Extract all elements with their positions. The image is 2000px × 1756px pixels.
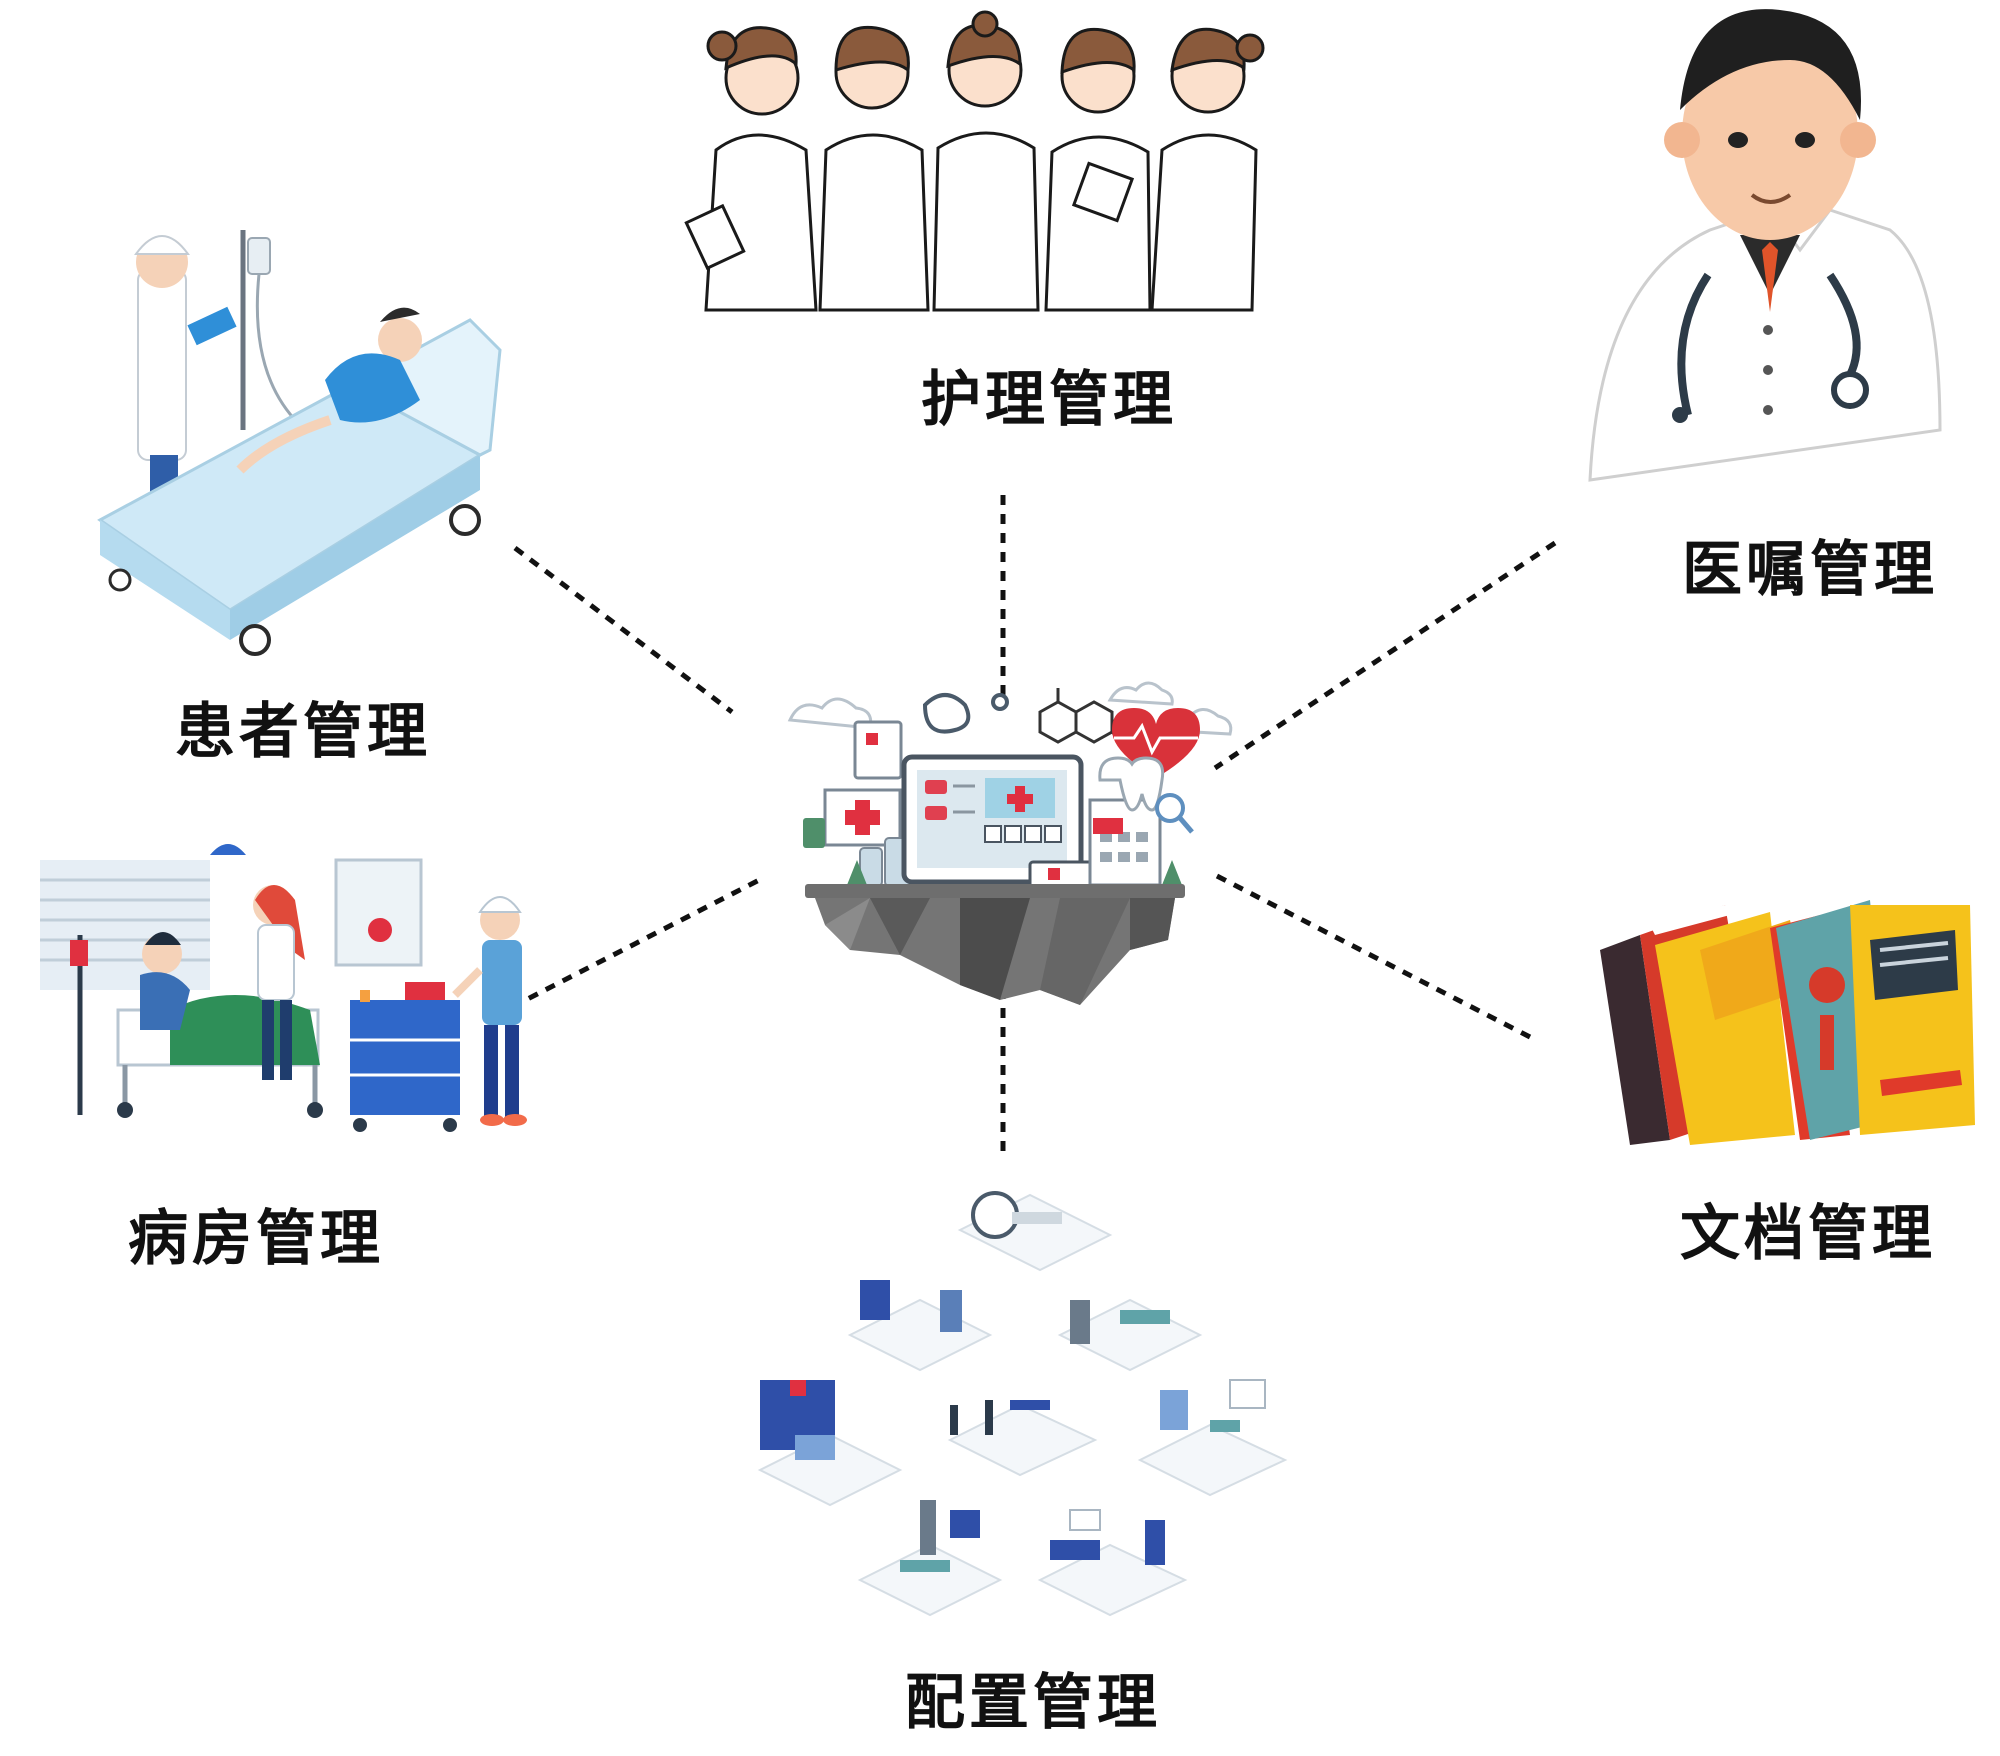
connector-orders bbox=[1215, 543, 1555, 768]
module-label-orders: 医嘱管理 bbox=[1682, 540, 1938, 600]
module-label-patient: 患者管理 bbox=[175, 702, 431, 762]
module-label-ward: 病房管理 bbox=[128, 1209, 384, 1269]
isometric-rooms-icon bbox=[760, 1193, 1285, 1615]
connector-docs bbox=[1215, 875, 1530, 1037]
nurses-group-icon bbox=[686, 12, 1263, 310]
books-icon bbox=[1600, 900, 1975, 1145]
connector-patient bbox=[515, 548, 732, 712]
patient-bed-icon bbox=[100, 230, 500, 654]
doctor-stethoscope-icon bbox=[1590, 9, 1940, 480]
module-label-nursing: 护理管理 bbox=[921, 370, 1177, 430]
floating-island-computer-icon bbox=[790, 683, 1231, 1005]
connector-ward bbox=[512, 877, 765, 1007]
module-label-config: 配置管理 bbox=[905, 1673, 1161, 1733]
hospital-ward-icon bbox=[40, 844, 527, 1132]
module-label-docs: 文档管理 bbox=[1680, 1204, 1936, 1264]
